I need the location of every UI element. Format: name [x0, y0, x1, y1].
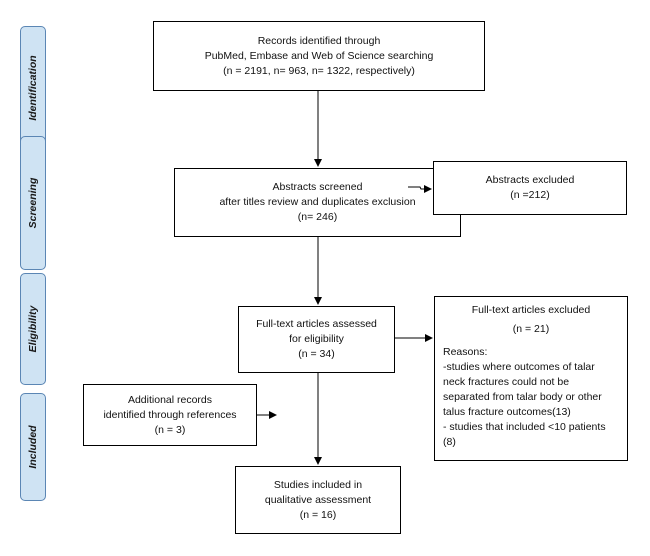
phase-included: Included — [20, 393, 46, 501]
assessed-line-3: (n = 34) — [298, 348, 335, 360]
arrow-screened-to-excluded — [408, 185, 432, 193]
screened-line-1: Abstracts screened — [272, 181, 363, 193]
phase-screening: Screening — [20, 136, 46, 270]
screened-line-2: after titles review and duplicates exclu… — [219, 196, 416, 208]
records-line-3: (n = 2191, n= 963, n= 1322, respectively… — [223, 64, 415, 77]
reason-line: (8) — [443, 436, 456, 448]
abstracts-excluded-box: Abstracts excluded (n =212) — [433, 161, 627, 215]
reason-line: talus fracture outcomes(13) — [443, 406, 571, 418]
fulltext-assessed-box: Full-text articles assessed for eligibil… — [238, 306, 395, 373]
additional-records-box: Additional records identified through re… — [83, 384, 257, 446]
included-line-3: (n = 16) — [299, 508, 337, 521]
reason-line: - studies that included <10 patients — [443, 421, 606, 433]
included-line-1: Studies included in — [273, 478, 363, 491]
reason-line: neck fractures could not be — [443, 376, 570, 388]
assessed-line-1: Full-text articles assessed — [256, 318, 377, 330]
records-line-2: PubMed, Embase and Web of Science search… — [204, 49, 434, 62]
additional-line-2: identified through references — [103, 408, 237, 421]
fulltext-excluded-count: (n = 21) — [512, 323, 550, 335]
records-line-1: Records identified through — [257, 34, 381, 47]
abstracts-excluded-line-1: Abstracts excluded — [485, 174, 575, 186]
included-line-2: qualitative assessment — [264, 493, 372, 506]
reason-line: -studies where outcomes of talar — [443, 361, 595, 373]
fulltext-excluded-box: Full-text articles excluded (n = 21) Rea… — [434, 296, 628, 461]
abstracts-excluded-line-2: (n =212) — [510, 189, 550, 201]
reasons-label: Reasons: — [443, 346, 488, 358]
additional-line-1: Additional records — [127, 393, 213, 406]
screened-line-3: (n= 246) — [297, 211, 338, 223]
abstracts-screened-box: Abstracts screened after titles review a… — [174, 168, 461, 237]
additional-line-3: (n = 3) — [154, 423, 186, 436]
records-identified-box: Records identified through PubMed, Embas… — [153, 21, 485, 91]
studies-included-box: Studies included in qualitative assessme… — [235, 466, 401, 534]
phase-eligibility: Eligibility — [20, 273, 46, 385]
reason-line: separated from talar body or other — [443, 391, 602, 403]
phase-identification: Identification — [20, 26, 46, 150]
fulltext-excluded-title: Full-text articles excluded — [471, 304, 591, 316]
assessed-line-2: for eligibility — [289, 333, 344, 345]
